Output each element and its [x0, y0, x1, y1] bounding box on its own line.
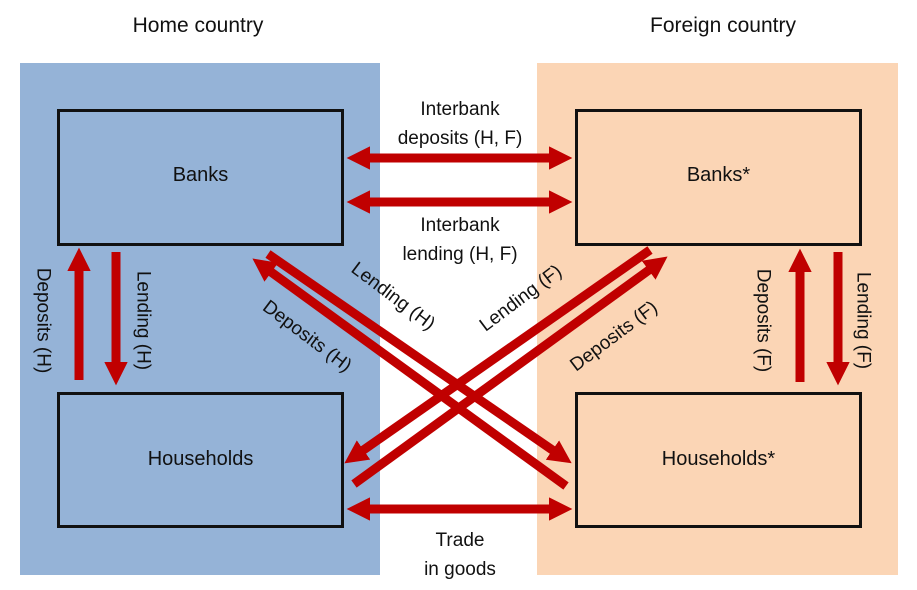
cross-lending-h-arrow [265, 250, 572, 464]
trade-line2: in goods [424, 559, 496, 580]
home-lending-vertical-label: Lending (H) [132, 270, 154, 371]
foreign-lending-vertical-label: Lending (F) [852, 271, 874, 370]
interbank-deposits-line2: deposits (H, F) [397, 128, 523, 149]
interbank-lending-line1: Interbank [420, 215, 500, 236]
interbank-lending-label: Interbank lending (H, F) [380, 211, 540, 269]
foreign-banks-label: Banks* [686, 164, 751, 186]
home-banks-box: Banks [57, 109, 344, 246]
home-households-box: Households [57, 392, 344, 528]
foreign-deposits-vertical-label: Deposits (F) [752, 268, 774, 373]
cross-deposits-f-arrow [351, 256, 668, 488]
foreign-households-box: Households* [575, 392, 862, 528]
foreign-banks-box: Banks* [575, 109, 862, 246]
home-banks-label: Banks [172, 164, 229, 186]
trade-line1: Trade [435, 530, 485, 551]
home-country-title: Home country [132, 14, 264, 37]
cross-lending-f-arrow [344, 246, 653, 464]
home-households-label: Households [147, 447, 254, 470]
home-deposits-vertical-label: Deposits (H) [32, 267, 54, 374]
foreign-country-title: Foreign country [650, 14, 796, 37]
trade-label: Trade in goods [380, 526, 540, 584]
interbank-deposits-line1: Interbank [420, 99, 500, 120]
cross-deposits-h-arrow [252, 258, 569, 490]
interbank-deposits-label: Interbank deposits (H, F) [380, 95, 540, 153]
interbank-lending-line2: lending (H, F) [402, 244, 518, 265]
foreign-households-label: Households* [661, 447, 776, 470]
